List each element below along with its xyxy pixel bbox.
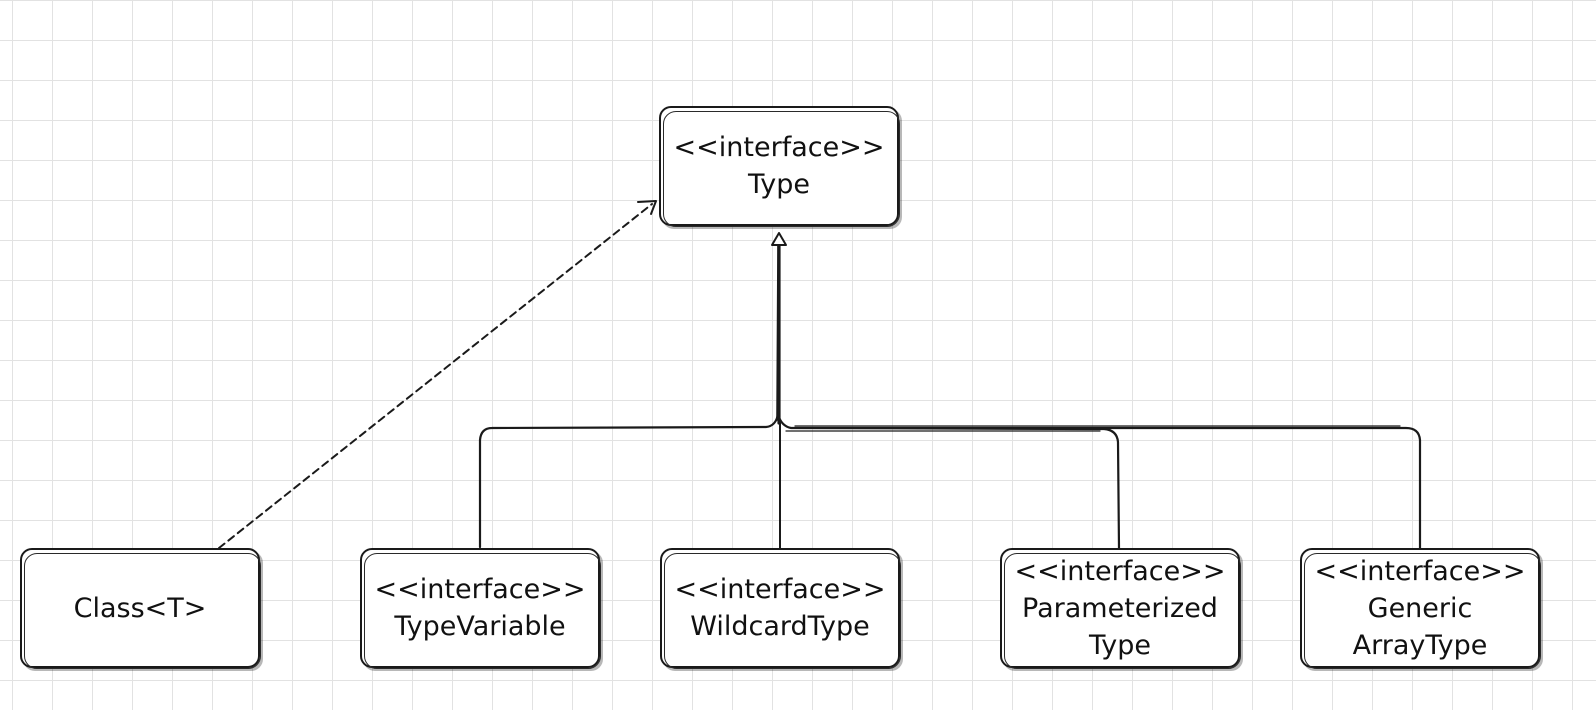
parameterized-type-name-line2: Type <box>1088 629 1151 661</box>
parameterized-type-interface-box[interactable]: <<interface>> Parameterized Type <box>1000 548 1241 669</box>
parameterized-type-name-line1: Parameterized <box>1022 592 1218 624</box>
generalization-arrowhead <box>771 232 787 246</box>
parameterized-type-stereotype: <<interface>> <box>1014 555 1226 587</box>
type-name: Type <box>747 169 810 200</box>
wildcard-type-interface-box[interactable]: <<interface>> WildcardType <box>660 548 901 669</box>
generic-array-type-name-line1: Generic <box>1367 592 1473 624</box>
generic-array-type-stereotype: <<interface>> <box>1314 555 1526 587</box>
type-variable-name: TypeVariable <box>394 611 566 642</box>
generic-array-type-interface-box[interactable]: <<interface>> Generic ArrayType <box>1300 548 1541 669</box>
wildcard-type-name: WildcardType <box>690 611 870 642</box>
class-t-name: Class<T> <box>73 592 207 624</box>
realization-arrowhead <box>637 200 657 215</box>
inheritance-trunk-sketch <box>776 243 779 421</box>
inheritance-bus <box>478 412 1422 551</box>
class-t-box[interactable]: Class<T> <box>20 548 261 669</box>
generic-array-type-name-line2: ArrayType <box>1352 629 1488 661</box>
inheritance-bus-sketch <box>785 425 1401 432</box>
type-variable-stereotype: <<interface>> <box>374 574 586 605</box>
wildcard-type-stereotype: <<interface>> <box>674 574 886 605</box>
realization-line <box>218 203 653 549</box>
type-variable-interface-box[interactable]: <<interface>> TypeVariable <box>360 548 601 669</box>
type-interface-box[interactable]: <<interface>> Type <box>659 106 900 227</box>
type-stereotype: <<interface>> <box>673 132 885 163</box>
